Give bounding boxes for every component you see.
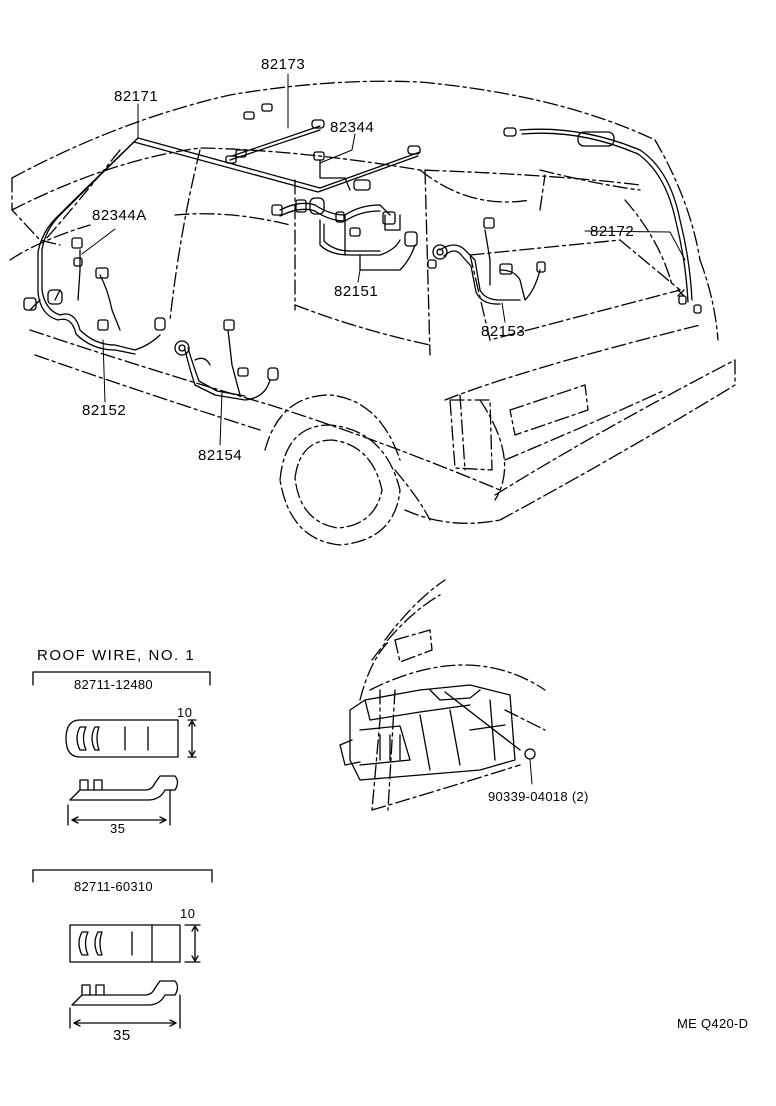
callout-82344: 82344	[330, 119, 375, 136]
clip1-part-number: 82711-12480	[74, 677, 153, 692]
clip2-height-dim: 10	[180, 906, 196, 921]
roof-wire-header: ROOF WIRE, NO. 1	[37, 647, 196, 664]
clip2-part-number: 82711-60310	[74, 879, 153, 894]
wire-82344	[313, 151, 371, 191]
callout-82154: 82154	[198, 447, 243, 464]
callout-82172: 82172	[590, 223, 635, 240]
reference-code: ME Q420-D	[677, 1016, 749, 1031]
callout-90339-04018: 90339-04018 (2)	[488, 789, 589, 804]
callout-82153: 82153	[481, 323, 526, 340]
inset-quarter-panel	[339, 579, 546, 811]
roof-harness-82171	[37, 137, 421, 293]
callout-82171: 82171	[114, 88, 159, 105]
harness-82154	[174, 319, 279, 401]
roof-harness-82172	[503, 127, 702, 314]
clip1-height-dim: 10	[177, 705, 193, 720]
callout-82173: 82173	[261, 56, 306, 73]
harness-82152	[23, 237, 166, 355]
vehicle-outline	[9, 80, 736, 546]
clip-82711-60310-drawing	[32, 869, 213, 1029]
harness-82151	[271, 197, 418, 271]
clip1-length-dim: 35	[110, 821, 126, 836]
callout-82344A: 82344A	[92, 207, 147, 224]
clip2-length-dim: 35	[113, 1027, 131, 1044]
harness-82153	[427, 217, 546, 305]
callout-82152: 82152	[82, 402, 127, 419]
leader-lines	[81, 73, 686, 785]
clip-82711-12480-drawing	[32, 671, 211, 826]
roof-harness-82173	[225, 103, 325, 164]
callout-82151: 82151	[334, 283, 379, 300]
